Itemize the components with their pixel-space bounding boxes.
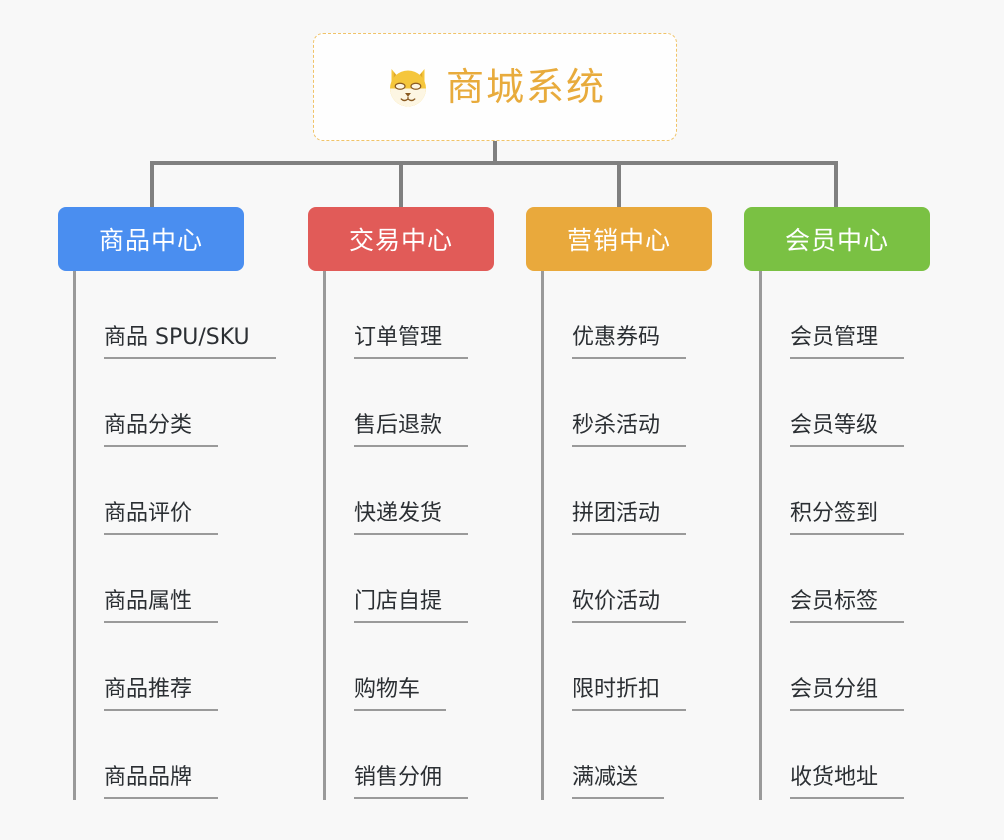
leaf-item[interactable]: 砍价活动	[528, 535, 738, 623]
leaf-label: 优惠券码	[572, 326, 687, 359]
leaf-label: 限时折扣	[572, 678, 687, 711]
leaf-spine-4	[759, 271, 762, 800]
branch-drop-connector-2	[399, 161, 403, 209]
leaf-item[interactable]: 满减送	[528, 711, 738, 799]
leaf-item[interactable]: 购物车	[310, 623, 520, 711]
branch-drop-connector-4	[834, 161, 838, 209]
leaf-label: 门店自提	[354, 590, 469, 623]
leaf-item[interactable]: 门店自提	[310, 535, 520, 623]
leaf-item[interactable]: 商品 SPU/SKU	[60, 271, 296, 359]
trunk-bus-connector	[150, 161, 838, 165]
root-node-card[interactable]: 商城系统	[313, 33, 677, 141]
leaf-column-4: 会员管理 会员等级 积分签到 会员标签 会员分组 收货地址	[746, 271, 956, 800]
leaf-item[interactable]: 秒杀活动	[528, 359, 738, 447]
category-card-2[interactable]: 交易中心	[308, 207, 494, 271]
leaf-label: 销售分佣	[354, 766, 469, 799]
leaf-label: 商品分类	[104, 414, 219, 447]
leaf-label: 会员管理	[790, 326, 905, 359]
leaf-item[interactable]: 积分签到	[746, 447, 956, 535]
leaf-label: 商品品牌	[104, 766, 219, 799]
branch-drop-connector-3	[617, 161, 621, 209]
leaf-item[interactable]: 拼团活动	[528, 447, 738, 535]
leaf-spine-1	[73, 271, 76, 800]
leaf-item[interactable]: 订单管理	[310, 271, 520, 359]
leaf-item[interactable]: 商品评价	[60, 447, 296, 535]
leaf-item[interactable]: 限时折扣	[528, 623, 738, 711]
leaf-item[interactable]: 售后退款	[310, 359, 520, 447]
leaf-column-1: 商品 SPU/SKU 商品分类 商品评价 商品属性 商品推荐 商品品牌	[60, 271, 296, 800]
leaf-spine-3	[541, 271, 544, 800]
leaf-label: 商品属性	[104, 590, 219, 623]
leaf-label: 会员分组	[790, 678, 905, 711]
leaf-item[interactable]: 会员分组	[746, 623, 956, 711]
category-label-3: 营销中心	[566, 226, 671, 255]
leaf-label: 满减送	[572, 766, 665, 799]
leaf-label: 订单管理	[354, 326, 469, 359]
category-label-4: 会员中心	[784, 226, 889, 255]
leaf-label: 售后退款	[354, 414, 469, 447]
leaf-item[interactable]: 商品属性	[60, 535, 296, 623]
leaf-label: 商品 SPU/SKU	[104, 326, 276, 359]
leaf-spine-2	[323, 271, 326, 800]
leaf-item[interactable]: 会员管理	[746, 271, 956, 359]
leaf-label: 商品评价	[104, 502, 219, 535]
leaf-item[interactable]: 商品推荐	[60, 623, 296, 711]
leaf-item[interactable]: 商品品牌	[60, 711, 296, 799]
leaf-label: 收货地址	[790, 766, 905, 799]
leaf-label: 购物车	[354, 678, 447, 711]
leaf-label: 秒杀活动	[572, 414, 687, 447]
leaf-item[interactable]: 快递发货	[310, 447, 520, 535]
leaf-label: 会员标签	[790, 590, 905, 623]
leaf-label: 商品推荐	[104, 678, 219, 711]
leaf-column-2: 订单管理 售后退款 快递发货 门店自提 购物车 销售分佣	[310, 271, 520, 800]
leaf-label: 拼团活动	[572, 502, 687, 535]
category-card-1[interactable]: 商品中心	[58, 207, 244, 271]
leaf-item[interactable]: 商品分类	[60, 359, 296, 447]
category-card-4[interactable]: 会员中心	[744, 207, 930, 271]
root-node-title: 商城系统	[445, 65, 606, 109]
leaf-label: 砍价活动	[572, 590, 687, 623]
leaf-item[interactable]: 会员等级	[746, 359, 956, 447]
category-card-3[interactable]: 营销中心	[526, 207, 712, 271]
leaf-label: 快递发货	[354, 502, 469, 535]
trunk-stem-connector	[493, 141, 497, 165]
leaf-label: 会员等级	[790, 414, 905, 447]
leaf-label: 积分签到	[790, 502, 905, 535]
category-label-2: 交易中心	[348, 226, 453, 255]
leaf-item[interactable]: 优惠券码	[528, 271, 738, 359]
leaf-item[interactable]: 销售分佣	[310, 711, 520, 799]
leaf-column-3: 优惠券码 秒杀活动 拼团活动 砍价活动 限时折扣 满减送	[528, 271, 738, 800]
category-label-1: 商品中心	[98, 226, 203, 255]
leaf-item[interactable]: 收货地址	[746, 711, 956, 799]
branch-drop-connector-1	[150, 161, 154, 209]
shiba-dog-icon	[389, 69, 426, 107]
leaf-item[interactable]: 会员标签	[746, 535, 956, 623]
